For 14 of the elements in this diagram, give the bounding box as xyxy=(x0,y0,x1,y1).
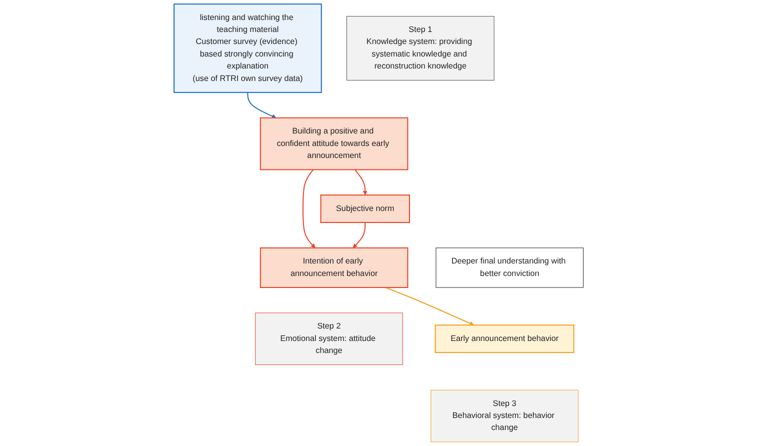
node-box: listening and watching the teaching material Customer survey (evidence) based strongly convincing explanation (use of RTRI own survey data) xyxy=(174,4,322,93)
node-box: Step 2 Emotional system: attitude change xyxy=(255,312,404,365)
node-box: Building a positive and confident attitude towards early announcement xyxy=(260,117,409,170)
node-box: Intention of early announcement behavior xyxy=(260,247,409,288)
node-box: Early announcement behavior xyxy=(435,324,575,354)
arrow xyxy=(385,287,474,326)
node-box: Subjective norm xyxy=(320,194,410,223)
node-box: Deeper final understanding with better conviction xyxy=(436,248,584,288)
arrow xyxy=(353,222,366,248)
node-box: Step 3 Behavioral system: behavior change xyxy=(430,390,579,442)
arrow xyxy=(248,92,277,118)
arrow xyxy=(302,169,316,248)
node-box: Step 1 Knowledge system: providing systematic knowledge and reconstruction knowledge xyxy=(346,16,495,80)
arrow xyxy=(354,169,368,196)
